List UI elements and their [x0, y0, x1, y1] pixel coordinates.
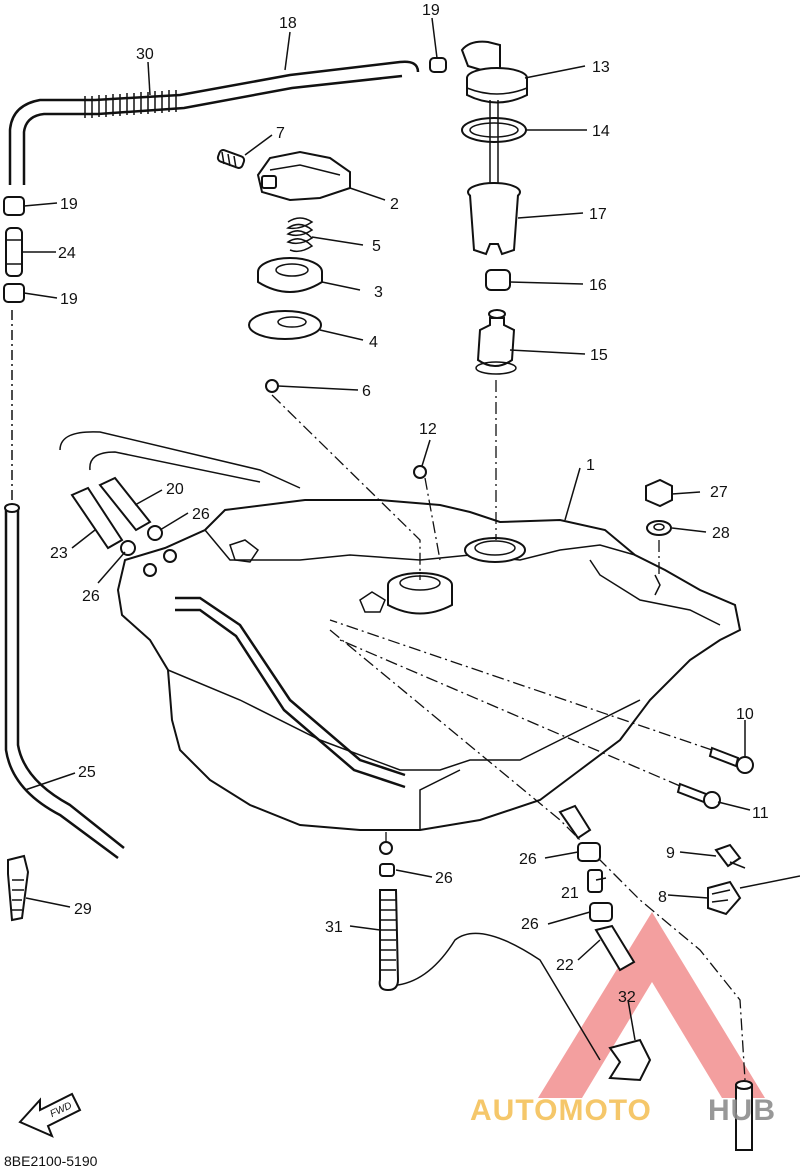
part-labels: 1 2 3 4 5 6 7 8 9 10 11 12 13 14 15 16 1…	[50, 2, 769, 1006]
drawing-code: 8BE2100-5190	[4, 1153, 98, 1169]
label-18: 18	[279, 15, 297, 32]
label-5: 5	[372, 238, 381, 255]
leader-dash-12	[424, 477, 441, 561]
leader-lines	[22, 17, 751, 1041]
label-26-c: 26	[519, 851, 537, 868]
leader-dash-6-cap	[271, 394, 421, 580]
pin-7	[216, 149, 246, 169]
fittings-21-22-26	[558, 804, 636, 972]
cap-2	[256, 150, 351, 202]
label-26-b: 26	[82, 588, 100, 605]
label-27: 27	[710, 484, 728, 501]
label-19-left-top: 19	[60, 196, 78, 213]
label-29: 29	[74, 901, 92, 918]
hose-25	[4, 310, 125, 860]
clamp-19-left-bottom	[3, 283, 25, 303]
sleeve-17	[467, 182, 521, 256]
clip-16	[485, 269, 511, 291]
label-21: 21	[561, 885, 579, 902]
gasket-3	[257, 257, 323, 293]
clamp-19-top	[429, 57, 447, 73]
cap-13	[460, 40, 528, 104]
label-7: 7	[276, 125, 285, 142]
label-32: 32	[618, 989, 636, 1006]
damper-8	[707, 880, 742, 916]
label-30: 30	[136, 46, 154, 63]
clamp-19-left-top	[3, 196, 25, 216]
label-3: 3	[374, 284, 383, 301]
label-24: 24	[58, 245, 76, 262]
label-28: 28	[712, 525, 730, 542]
tube-end	[735, 1080, 753, 1151]
label-12: 12	[419, 421, 437, 438]
label-15: 15	[590, 347, 608, 364]
watermark-logo-triangle	[538, 912, 765, 1098]
watermark-brand-part2: HUB	[708, 1094, 776, 1127]
label-10: 10	[736, 706, 754, 723]
clip-12	[413, 465, 427, 479]
plate-4	[248, 310, 322, 340]
watermark-text: AUTOMOTO HUB	[470, 1094, 776, 1127]
label-26-a: 26	[192, 506, 210, 523]
leader-dash-11	[339, 639, 681, 787]
leader-dash-8-9	[329, 629, 746, 1081]
band-29	[7, 854, 30, 922]
hose-31	[378, 841, 601, 1061]
leader-8-9-bracket	[739, 875, 800, 889]
label-8: 8	[658, 889, 667, 906]
washer-28	[646, 520, 672, 536]
label-25: 25	[78, 764, 96, 781]
label-19-left-bottom: 19	[60, 291, 78, 308]
oring-14	[461, 117, 527, 143]
label-31: 31	[325, 919, 343, 936]
frame-tube	[59, 431, 406, 789]
shaft	[489, 100, 499, 190]
watermark-brand-part1: AUTOMOTO	[470, 1094, 652, 1127]
label-20: 20	[166, 481, 184, 498]
label-22: 22	[556, 957, 574, 974]
label-26-d: 26	[521, 916, 539, 933]
tube-20-23	[70, 476, 152, 550]
label-26-e: 26	[435, 870, 453, 887]
clips-26-left	[120, 525, 163, 556]
label-16: 16	[589, 277, 607, 294]
valve-15	[475, 309, 517, 375]
nut-27	[645, 478, 673, 508]
label-2: 2	[390, 196, 399, 213]
fuel-tank	[116, 499, 742, 831]
label-9: 9	[666, 845, 675, 862]
label-17: 17	[589, 206, 607, 223]
label-19-top: 19	[422, 2, 440, 19]
clip-32	[608, 1038, 652, 1082]
hose-30-18	[8, 60, 420, 185]
label-1: 1	[586, 457, 595, 474]
forward-arrow-icon: FWD	[18, 1092, 82, 1138]
clip-9	[714, 843, 746, 869]
label-23: 23	[50, 545, 68, 562]
spring-5	[286, 217, 314, 253]
label-13: 13	[592, 59, 610, 76]
leader-dash-10	[329, 619, 713, 751]
joint-24	[5, 227, 23, 277]
label-6: 6	[362, 383, 371, 400]
bolt-10	[708, 746, 754, 774]
bolt-6	[265, 379, 279, 393]
label-11: 11	[752, 805, 769, 822]
label-4: 4	[369, 334, 378, 351]
label-14: 14	[592, 123, 610, 140]
bolt-11	[676, 782, 721, 809]
